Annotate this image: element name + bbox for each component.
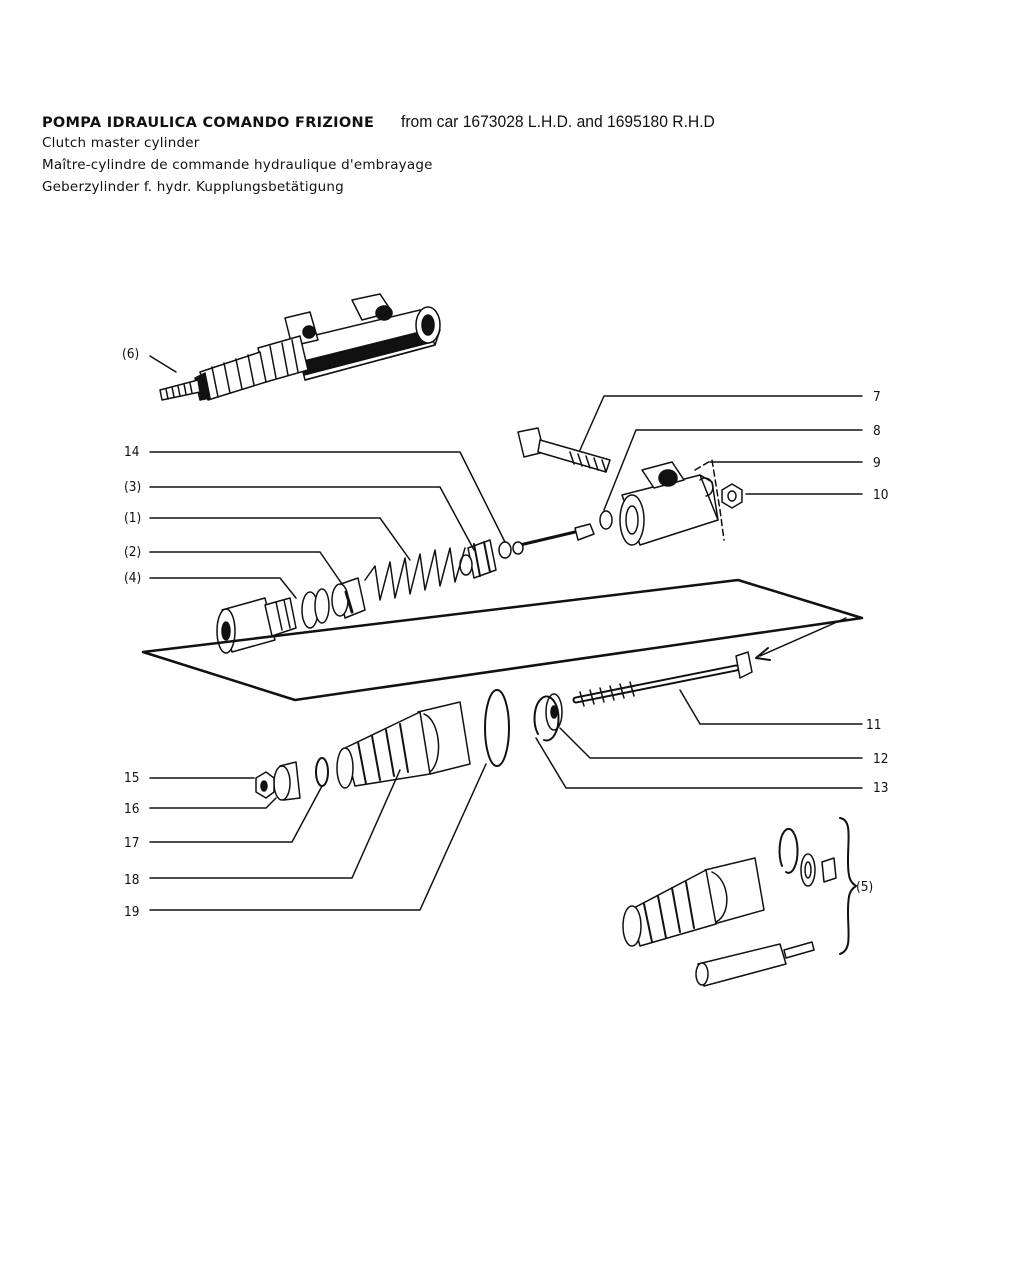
callout-18: 18 xyxy=(124,872,139,888)
leader-17 xyxy=(149,785,323,843)
arrow-to-group xyxy=(759,617,847,657)
part-8-seal xyxy=(599,510,613,530)
part-13-circlip xyxy=(533,695,560,742)
callout-2: (2) xyxy=(124,544,141,560)
part-1-spring xyxy=(364,547,466,601)
callout-12: 12 xyxy=(873,751,888,767)
leader-19 xyxy=(149,763,487,911)
callout-labels: (6) 7 8 9 10 14 (3) (1) (2) (4) 11 12 13… xyxy=(122,346,888,920)
part-11-push-rod xyxy=(572,651,753,707)
part-4-piston xyxy=(216,588,330,654)
leader-16 xyxy=(149,797,277,809)
document-header: POMPA IDRAULICA COMANDO FRIZIONE from ca… xyxy=(42,112,802,198)
leader-7 xyxy=(579,395,863,451)
part-14-seal xyxy=(498,541,512,559)
part-17-ring xyxy=(315,757,329,787)
title-english: Clutch master cylinder xyxy=(42,135,200,151)
leader-4 xyxy=(149,577,297,599)
leader-3 xyxy=(149,486,475,551)
part-9-circlip xyxy=(699,477,714,497)
part-16-bushing xyxy=(273,761,301,801)
leader-14 xyxy=(149,451,506,543)
internal-push-rod xyxy=(512,523,595,555)
callout-6: (6) xyxy=(122,346,139,362)
callout-15: 15 xyxy=(124,770,139,786)
callout-7: 7 xyxy=(873,389,881,405)
callout-3: (3) xyxy=(124,479,141,495)
group-outline xyxy=(141,578,864,702)
callout-13: 13 xyxy=(873,780,888,796)
part-10-nut xyxy=(721,483,743,509)
callout-8: 8 xyxy=(873,423,881,439)
leader-6 xyxy=(149,355,177,373)
leader-18 xyxy=(149,769,401,879)
callout-4: (4) xyxy=(124,570,141,586)
leader-8 xyxy=(603,429,863,511)
part-2-spring-seat xyxy=(331,577,366,619)
callout-11: 11 xyxy=(866,717,881,733)
part-12-washer xyxy=(545,693,563,731)
title-german: Geberzylinder f. hydr. Kupplungsbetätigu… xyxy=(42,179,344,195)
leader-2 xyxy=(149,551,343,585)
leader-12 xyxy=(559,727,863,759)
kit-bracket xyxy=(839,817,857,955)
title-italian: POMPA IDRAULICA COMANDO FRIZIONE xyxy=(42,115,375,131)
leader-1 xyxy=(149,517,411,561)
part-7-bolt xyxy=(517,427,611,473)
part-15-nut xyxy=(255,771,275,799)
callout-9: 9 xyxy=(873,455,881,471)
title-french: Maître-cylindre de commande hydraulique … xyxy=(42,157,433,173)
part-18-boot xyxy=(336,701,471,789)
leader-11 xyxy=(679,689,863,725)
callout-5: (5) xyxy=(856,879,873,895)
part-19-ring xyxy=(484,689,510,767)
callout-19: 19 xyxy=(124,904,139,920)
leader-13 xyxy=(535,737,863,789)
part-3-valve xyxy=(459,539,497,579)
callout-16: 16 xyxy=(124,801,139,817)
callout-14: 14 xyxy=(124,444,140,460)
callout-17: 17 xyxy=(124,835,139,851)
callout-1: (1) xyxy=(124,510,141,526)
applicability-note: from car 1673028 L.H.D. and 1695180 R.H.… xyxy=(401,112,716,131)
cylinder-body xyxy=(619,459,725,546)
callout-10: 10 xyxy=(873,487,888,503)
assembled-master-cylinder xyxy=(159,293,441,401)
part-5-repair-kit xyxy=(622,827,837,987)
